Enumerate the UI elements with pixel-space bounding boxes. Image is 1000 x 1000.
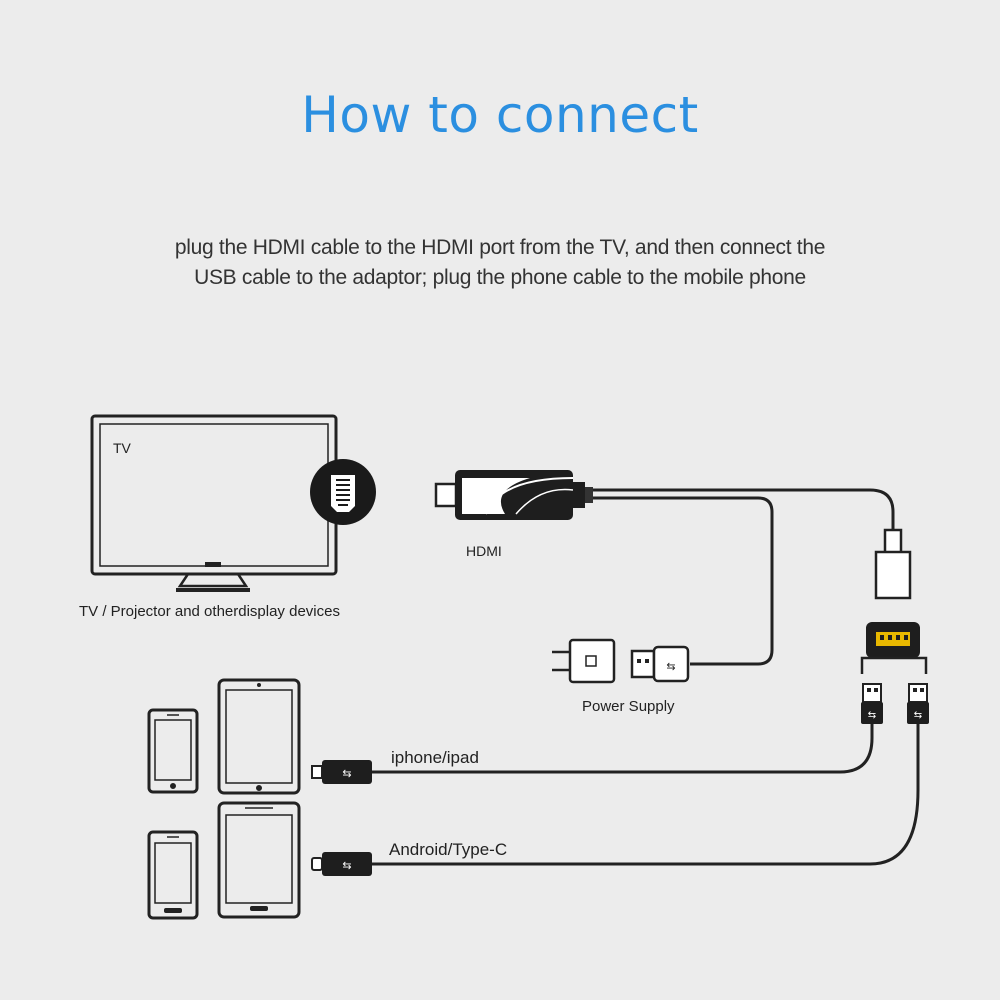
cable-lines bbox=[372, 488, 920, 866]
phone-small-icon bbox=[147, 708, 199, 794]
ipad-icon bbox=[217, 678, 301, 795]
hdmi-adapter-icon bbox=[434, 470, 593, 520]
usb-power-plug-icon: ⇆ bbox=[630, 645, 690, 683]
android-typec-label: Android/Type-C bbox=[389, 840, 508, 859]
lightning-plug-icon: ⇆ bbox=[311, 760, 372, 784]
instruction-line-1: plug the HDMI cable to the HDMI port fro… bbox=[174, 236, 826, 259]
tv-label: TV bbox=[113, 440, 131, 456]
usb-adaptor-icon bbox=[874, 528, 912, 600]
usb-plug-right-icon: ⇆ bbox=[907, 683, 929, 724]
tv-caption: TV / Projector and otherdisplay devices bbox=[79, 603, 340, 620]
page-title: How to connect bbox=[301, 86, 699, 144]
iphone-ipad-label: iphone/ipad bbox=[391, 748, 479, 767]
type-c-plug-icon: ⇆ bbox=[311, 852, 372, 876]
hdmi-port-icon bbox=[310, 459, 376, 525]
usb-plug-left-icon: ⇆ bbox=[861, 683, 883, 724]
hdmi-label: HDMI bbox=[466, 543, 502, 559]
android-tablet-icon bbox=[217, 801, 301, 919]
svg-text:⇆: ⇆ bbox=[868, 710, 876, 721]
svg-text:⇆: ⇆ bbox=[342, 767, 351, 780]
power-supply-label: Power Supply bbox=[582, 698, 675, 715]
usb-hub-icon bbox=[860, 622, 928, 674]
svg-text:⇆: ⇆ bbox=[342, 859, 351, 872]
svg-text:⇆: ⇆ bbox=[666, 660, 675, 673]
svg-text:⇆: ⇆ bbox=[914, 710, 922, 721]
instruction-line-2: USB cable to the adaptor; plug the phone… bbox=[194, 266, 806, 289]
android-phone-icon bbox=[147, 830, 199, 920]
power-adapter-icon bbox=[552, 638, 616, 684]
